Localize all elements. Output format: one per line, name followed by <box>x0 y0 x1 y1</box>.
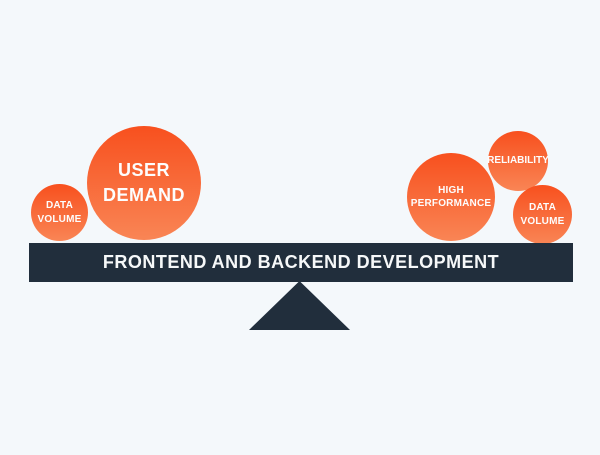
weight-circle-reliability: RELIABILITY <box>487 131 549 191</box>
weight-circle-high-performance: HIGH PERFORMANCE <box>407 153 495 241</box>
circle-label-line: PERFORMANCE <box>410 198 492 209</box>
circle-label-line: DEMAND <box>103 185 185 205</box>
circle-label-line: VOLUME <box>37 213 82 225</box>
circle-label-line: HIGH <box>438 184 464 196</box>
beam-title: FRONTEND AND BACKEND DEVELOPMENT <box>102 252 500 272</box>
circle-label-line: RELIABILITY <box>487 155 549 167</box>
balance-beam: FRONTEND AND BACKEND DEVELOPMENT <box>29 243 573 282</box>
fulcrum-triangle <box>249 281 350 330</box>
circle-label-line: USER <box>117 159 170 180</box>
circle-label-line: DATA <box>528 202 557 213</box>
weight-circle-data-volume-left: DATA VOLUME <box>31 184 88 241</box>
weight-circle-data-volume-right: DATA VOLUME <box>513 185 572 244</box>
weight-circle-user-demand: USER DEMAND <box>87 126 201 240</box>
circle-label-line: DATA <box>45 200 74 211</box>
circle-label-line: VOLUME <box>520 215 565 227</box>
